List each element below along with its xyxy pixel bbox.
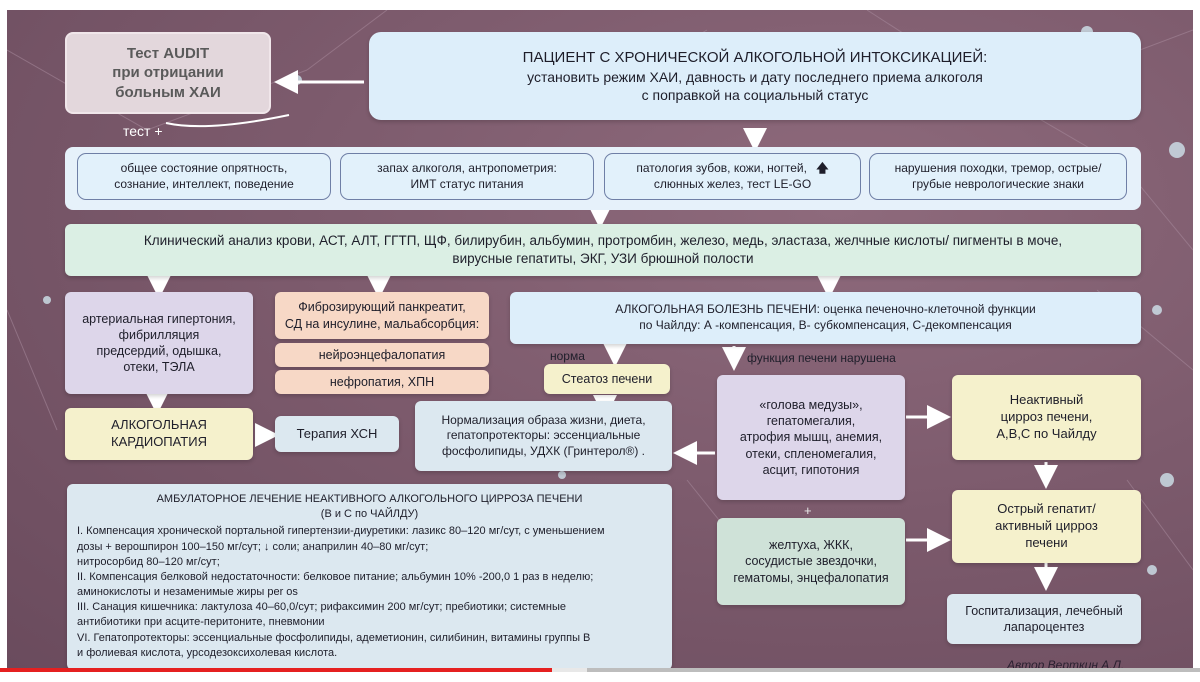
audit-line-1: Тест AUDIT [126,44,210,62]
symptoms1-line-2: гепатомегалия, [766,414,856,429]
video-progress-played [0,668,552,672]
acute-hepatitis-box: Острый гепатит/ активный цирроз печени [952,490,1141,563]
neuroencephalopathy-box: нейроэнцефалопатия [275,343,489,367]
inactive-cirrhosis-box: Неактивный цирроз печени, А,В,С по Чайлд… [952,375,1141,460]
normalize-line-3: фосфолипиды, УДХК (Гринтерол®) . [441,443,646,458]
alcoholic-liver-disease-box: АЛКОГОЛЬНАЯ БОЛЕЗНЬ ПЕЧЕНИ: оценка печен… [510,292,1141,344]
exam-pathology: патология зубов, кожи, ногтей, 🡅 слюнных… [604,153,861,200]
audit-line-2: при отрицании [112,64,224,82]
labs-line-2: вирусные гепатиты, ЭКГ, УЗИ брюшной поло… [452,251,754,266]
ambulatory-line: нитросорбид 80–120 мг/сут; [77,555,220,568]
video-progress-buffered [552,668,587,672]
cardio-line-2: фибрилляция [118,327,200,342]
test-plus-label: тест + [123,123,163,139]
hospital-line-2: лапароцентез [1003,620,1085,634]
ambulatory-line: I. Компенсация хронической портальной ги… [77,525,605,538]
author-credit: Автор Верткин А.Л. [1007,658,1125,670]
impaired-function-label: функция печени нарушена [747,351,896,365]
cardio-symptoms-box: артериальная гипертония, фибрилляция пре… [65,292,253,394]
exam-neurology: нарушения походки, тремор, острые/ грубы… [869,153,1127,200]
exam-alcohol-smell: запах алкоголя, антропометрия: ИМТ стату… [340,153,594,200]
acute-line-2: активный цирроз [995,518,1098,534]
hospital-line-1: Госпитализация, лечебный [965,603,1123,618]
slide: Тест AUDIT при отрицании больным ХАИ тес… [7,10,1193,670]
exam-smell-line-2: ИМТ статус питания [410,176,524,191]
normalize-line-2: гепатопротекторы: эссенциальные [446,428,641,443]
symptoms1-line-4: отеки, спленомегалия, [745,446,877,461]
patient-line-3: с поправкой на социальный статус [641,86,869,103]
exam-general-state: общее состояние опрятность, сознание, ин… [77,153,331,200]
audit-line-3: больным ХАИ [115,83,221,101]
ambulatory-treatment-box: АМБУЛАТОРНОЕ ЛЕЧЕНИЕ НЕАКТИВНОГО АЛКОГОЛ… [67,484,672,670]
symptoms1-line-1: «голова медузы», [759,397,863,412]
norm-label: норма [550,349,585,363]
exam-general-line-2: сознание, интеллект, поведение [114,176,294,191]
audit-test-box: Тест AUDIT при отрицании больным ХАИ [65,32,271,114]
ambulatory-title: АМБУЛАТОРНОЕ ЛЕЧЕНИЕ НЕАКТИВНОГО АЛКОГОЛ… [156,493,583,505]
ambulatory-line: антибиотики при асците-перитоните, пневм… [77,616,325,629]
symptoms1-line-3: атрофия мышц, анемия, [739,430,883,445]
labs-line-1: Клинический анализ крови, АСТ, АЛТ, ГГТП… [143,233,1063,249]
exam-neuro-line-1: нарушения походки, тремор, острые/ [894,160,1102,175]
pancreat-line-2: СД на инсулине, мальабсорбция: [284,316,480,331]
labs-box: Клинический анализ крови, АСТ, АЛТ, ГГТП… [65,224,1141,276]
patient-line-2: установить режим ХАИ, давность и дату по… [527,68,983,85]
symptoms2-line-2: сосудистые звездочки, [745,554,877,569]
plus-sign: + [804,503,812,518]
symptoms1-line-5: асцит, гипотония [762,462,860,477]
steatosis-box: Стеатоз печени [544,364,670,394]
alcoholic-cardiopathy-box: АЛКОГОЛЬНАЯ КАРДИОПАТИЯ [65,408,253,460]
ambulatory-line: III. Санация кишечника: лактулоза 40–60,… [77,601,567,614]
ambulatory-subtitle: (В и С по ЧАЙЛДУ) [320,508,419,521]
cardio-line-4: отеки, ТЭЛА [123,360,195,375]
inactive-line-3: А,В,С по Чайлду [996,425,1097,441]
acute-line-1: Острый гепатит/ [997,501,1096,517]
cardio-line-1: артериальная гипертония, [82,311,236,326]
jaundice-symptoms-box: желтуха, ЖКК, сосудистые звездочки, гема… [717,518,905,605]
normalize-line-1: Нормализация образа жизни, диета, [441,412,646,427]
exam-general-line-1: общее состояние опрятность, [120,160,288,175]
acute-line-3: печени [1025,534,1068,550]
inactive-line-2: цирроз печени, [1000,409,1093,425]
portal-symptoms-box: «голова медузы», гепатомегалия, атрофия … [717,375,905,500]
ambulatory-line: дозы + верошпирон 100–150 мг/сут; ↓ соли… [77,540,429,553]
exam-pathology-text: патология зубов, кожи, ногтей, [636,160,807,175]
hsn-therapy-box: Терапия ХСН [275,416,399,452]
hospitalization-box: Госпитализация, лечебный лапароцентез [947,594,1141,644]
ambulatory-line: аминокислоты и незаменимые жиры per os [77,586,298,599]
exam-smell-line-1: запах алкоголя, антропометрия: [377,160,557,175]
normalization-box: Нормализация образа жизни, диета, гепато… [415,401,672,471]
ambulatory-line: VI. Гепатопротекторы: эссенциальные фосф… [77,631,591,644]
nephropathy-box: нефропатия, ХПН [275,370,489,394]
liver-line-1: АЛКОГОЛЬНАЯ БОЛЕЗНЬ ПЕЧЕНИ: оценка печен… [615,302,1036,317]
patient-box: ПАЦИЕНТ С ХРОНИЧЕСКОЙ АЛКОГОЛЬНОЙ ИНТОКС… [369,32,1141,120]
symptoms2-line-3: гематомы, энцефалопатия [733,570,889,585]
pancreat-line-1: Фиброзирующий панкреатит, [298,300,466,315]
video-progress-bar[interactable] [0,668,1200,672]
patient-line-1: ПАЦИЕНТ С ХРОНИЧЕСКОЙ АЛКОГОЛЬНОЙ ИНТОКС… [522,49,988,67]
ambulatory-line: II. Компенсация белковой недостаточности… [77,570,594,583]
symptoms2-line-1: желтуха, ЖКК, [769,538,853,553]
exam-pathology-line-2: слюнных желез, тест LE-GO [653,176,812,191]
liver-line-2: по Чайлду: А -компенсация, В- субкомпенс… [639,318,1012,332]
inactive-line-1: Неактивный [1009,392,1084,408]
cardiopathy-line-2: КАРДИОПАТИЯ [111,434,207,449]
exam-pathology-line-1: патология зубов, кожи, ногтей, 🡅 [636,161,828,177]
cardio-line-3: предсердий, одышка, [96,344,222,358]
cardiopathy-line-1: АЛКОГОЛЬНАЯ [111,417,207,433]
arrow-up-icon: 🡅 [816,160,829,175]
pancreatitis-box: Фиброзирующий панкреатит, СД на инсулине… [275,292,489,339]
ambulatory-line: и фолиевая кислота, урсодезоксихолевая к… [77,646,338,659]
flow-arrows [145,70,1058,591]
exam-neuro-line-2: грубые неврологические знаки [912,176,1084,191]
